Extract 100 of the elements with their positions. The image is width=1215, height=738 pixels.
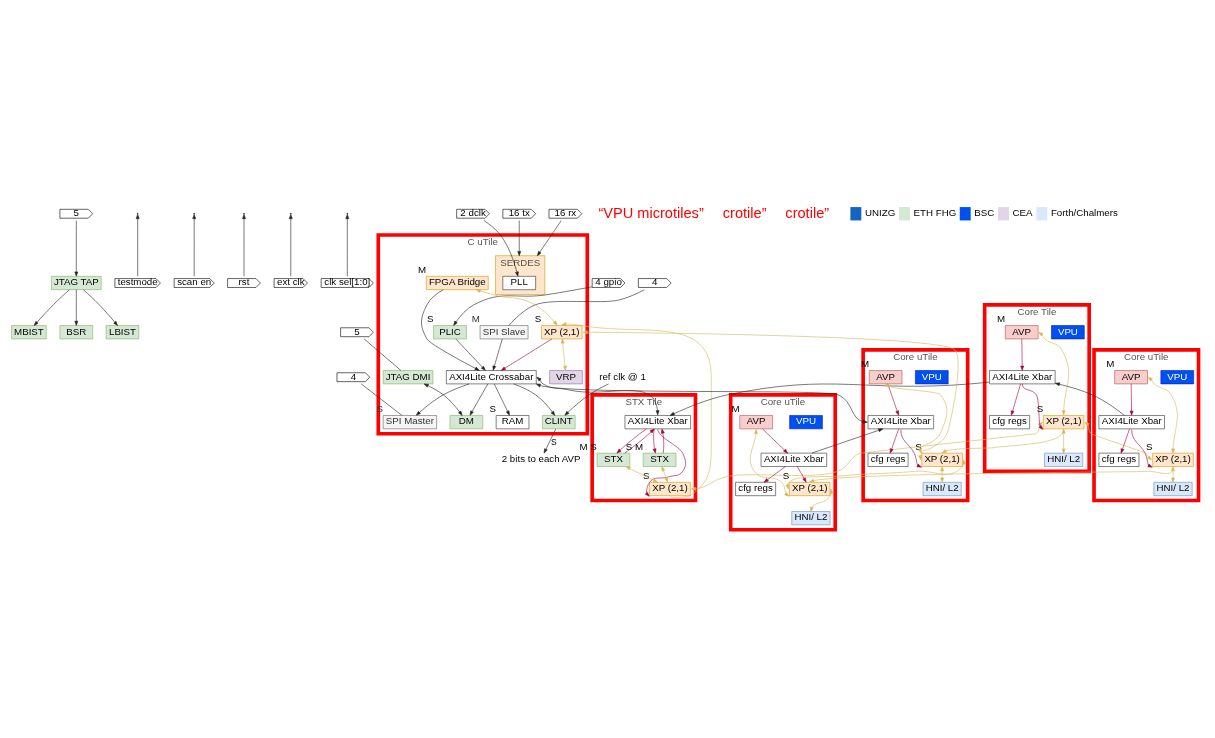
arrow [33, 289, 70, 326]
arrow [416, 383, 470, 416]
node-label: M [997, 313, 1006, 325]
arrow [625, 466, 658, 483]
arrow [1055, 382, 1125, 416]
node-box: SPI Master [382, 415, 437, 430]
arrow [1010, 383, 1021, 416]
node-box: FPGA Bridge [425, 276, 489, 290]
node-label: S M [625, 440, 644, 452]
node-label: S [1036, 403, 1044, 415]
legend-label: UNIZG [864, 207, 896, 219]
node-text: ref clk @ 1 [599, 370, 646, 382]
arrow [1022, 383, 1044, 430]
node-label: S [642, 470, 650, 482]
arrow [1061, 428, 1066, 454]
node-box: AXI4Lite Xbar [624, 415, 691, 430]
arrow [561, 338, 567, 371]
arrow [763, 466, 786, 483]
arrow [1171, 466, 1175, 483]
node-box: AVP [1005, 325, 1039, 340]
node-box: XP (2,1) [1152, 452, 1194, 467]
node-box: SPI Slave [479, 325, 529, 340]
node-box: CLINT [542, 415, 576, 430]
arrow [536, 376, 660, 416]
node-box: BSR [59, 325, 94, 340]
arrow [762, 428, 788, 454]
node-box: cfg regs [989, 415, 1030, 430]
arrow [289, 214, 293, 277]
node-box: cfg regs [735, 482, 776, 496]
node-label: M [417, 264, 427, 276]
node-box: MBIST [11, 325, 47, 340]
arrow [535, 383, 868, 424]
node-box: AXI4Lite Crossabar [446, 370, 537, 385]
legend-label: ETH FHG [913, 207, 957, 219]
arrow [900, 429, 922, 468]
node-box: DM [449, 415, 484, 430]
node-label: S [782, 470, 790, 482]
node-label: S [915, 440, 922, 452]
arrow [192, 214, 196, 277]
arrow [1084, 421, 1153, 461]
arrow [74, 220, 79, 277]
node-box: HNI/ L2 [1044, 452, 1084, 467]
arrow [475, 289, 558, 326]
legend-label: BSC [974, 207, 995, 219]
node-box: cfg regs [867, 452, 909, 467]
node-box: AXI4Lite Xbar [1098, 415, 1165, 430]
node-box: LBIST [105, 325, 140, 340]
node-box: XP (2,1) [1043, 415, 1085, 430]
arrow [624, 428, 655, 454]
arrow [1131, 429, 1153, 468]
node-box: HNI/ L2 [791, 511, 831, 526]
arrow [661, 466, 668, 483]
arrow [345, 214, 350, 277]
node-label: M [1106, 358, 1115, 370]
label: “VPU microtiles” [598, 204, 704, 221]
arrow [809, 466, 1174, 483]
arrow [810, 488, 834, 512]
node-box: VPU [1160, 370, 1194, 385]
arrow [1038, 331, 1069, 416]
node-label: M S [579, 440, 597, 452]
arrow [661, 428, 665, 454]
node-box: PLL [502, 276, 536, 290]
node-box: AVP [1114, 370, 1148, 385]
arrow [749, 429, 790, 497]
arrow [537, 220, 562, 256]
arrow [1147, 376, 1178, 454]
arrow [483, 220, 519, 277]
node-box: PLIC [433, 325, 467, 340]
legend-label: CEA [1012, 207, 1033, 219]
arrow [616, 428, 647, 454]
node-box: AVP [868, 370, 903, 385]
node-box: cfg regs [1098, 452, 1140, 467]
arrow [811, 428, 884, 454]
arrow [941, 429, 1064, 454]
arrow [469, 383, 489, 416]
arrow [513, 383, 556, 416]
node-label: S [534, 313, 542, 325]
arrow [652, 428, 657, 454]
legend-label: Forth/Chalmers [1050, 207, 1118, 219]
node-box: AXI4Lite Xbar [989, 370, 1056, 385]
connector [508, 289, 645, 326]
node-box: VPU [789, 415, 823, 430]
node-box: XP (2,1) [541, 325, 583, 340]
arrow [242, 214, 246, 277]
node-label: M [731, 403, 740, 415]
arrow [493, 383, 510, 416]
arrow [887, 383, 899, 416]
node-box: XP (2,1) [649, 482, 691, 496]
node-box: STX [596, 452, 631, 467]
node-label: S [489, 403, 497, 415]
arrow [83, 289, 118, 326]
edge-label: S [551, 437, 557, 448]
arrow [690, 421, 1043, 491]
arrow [421, 289, 480, 371]
arrow [785, 459, 967, 490]
node-box: AVP [739, 415, 773, 430]
node-box: VPU [1051, 325, 1085, 340]
arrow [74, 289, 79, 326]
arrow [423, 383, 463, 416]
label: crotile” [722, 204, 767, 221]
